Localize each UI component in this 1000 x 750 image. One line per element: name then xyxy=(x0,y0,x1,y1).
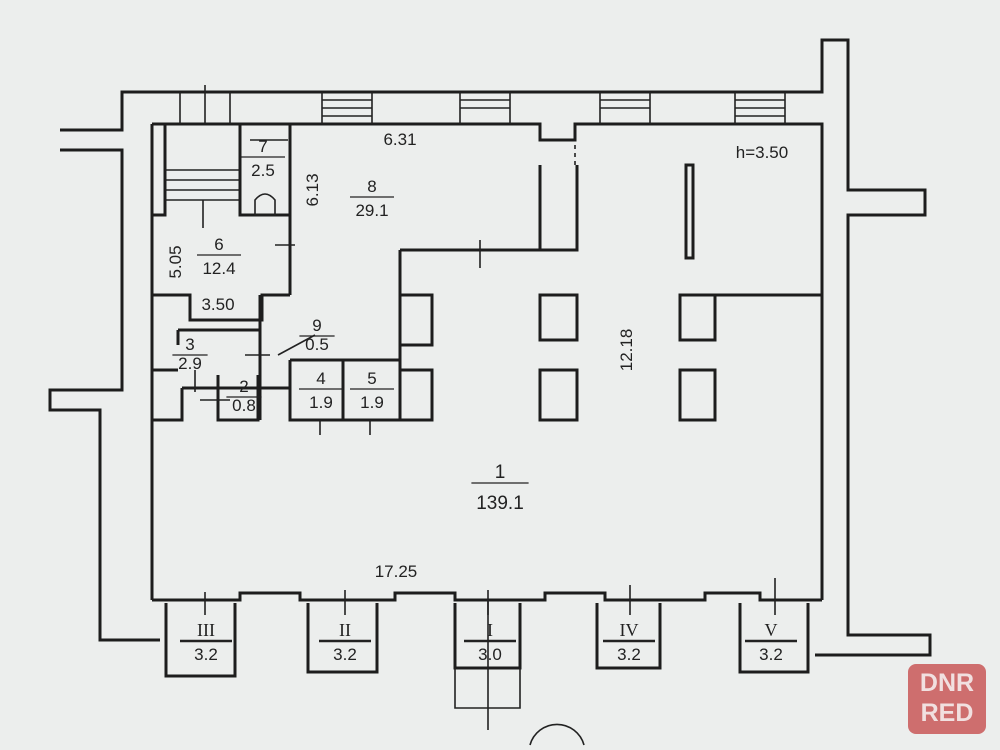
room-number: 6 xyxy=(214,235,223,254)
vestibule-number: V xyxy=(765,620,778,640)
dim-room6-height: 5.05 xyxy=(166,245,185,278)
vestibule-number: III xyxy=(197,620,215,640)
vestibule-labels: III 3.2 II 3.2 I 3.0 IV 3.2 V 3.2 xyxy=(180,620,797,664)
vestibule-area: 3.2 xyxy=(617,645,641,664)
dim-room6-width: 3.50 xyxy=(201,295,234,314)
room-number: 1 xyxy=(495,462,506,483)
room-area: 2.5 xyxy=(251,161,275,180)
room-area: 2.9 xyxy=(178,354,202,373)
room-area: 1.9 xyxy=(360,393,384,412)
vestibule-number: I xyxy=(487,620,493,640)
interior-walls xyxy=(150,85,822,615)
dim-hall-width: 17.25 xyxy=(375,562,418,581)
room-number: 3 xyxy=(185,335,194,354)
room-number: 9 xyxy=(312,316,321,335)
room-area: 0.5 xyxy=(305,335,329,354)
room-number: 2 xyxy=(239,377,248,396)
watermark-line1: DNR xyxy=(919,669,975,697)
vestibule-area: 3.0 xyxy=(478,645,502,664)
room-number: 5 xyxy=(367,369,376,388)
room-area: 1.9 xyxy=(309,393,333,412)
watermark-logo: DNR RED xyxy=(908,664,986,734)
room-area: 139.1 xyxy=(476,493,524,514)
dim-room8-height: 6.13 xyxy=(303,173,322,206)
dim-room8-width: 6.31 xyxy=(383,130,416,149)
ceiling-height: h=3.50 xyxy=(736,143,788,162)
vestibule-area: 3.2 xyxy=(333,645,357,664)
room-number: 8 xyxy=(367,177,376,196)
vestibule-area: 3.2 xyxy=(194,645,218,664)
room-number: 7 xyxy=(258,137,267,156)
room-area: 12.4 xyxy=(202,259,235,278)
watermark-line2: RED xyxy=(920,699,974,727)
vestibule-area: 3.2 xyxy=(759,645,783,664)
vestibule-number: IV xyxy=(620,620,639,640)
dim-hall-depth: 12.18 xyxy=(617,329,636,372)
facade-vestibules xyxy=(152,591,822,746)
room-area: 29.1 xyxy=(355,201,388,220)
room-area: 0.8 xyxy=(232,396,256,415)
outer-walls xyxy=(48,38,932,657)
room-labels: 1 139.1 20.8 32.9 4 1.9 5 1.9 6 12.4 7 2.5 8 29.1 90.5 xyxy=(172,137,529,514)
room-number: 4 xyxy=(316,369,325,388)
vestibule-number: II xyxy=(339,620,351,640)
